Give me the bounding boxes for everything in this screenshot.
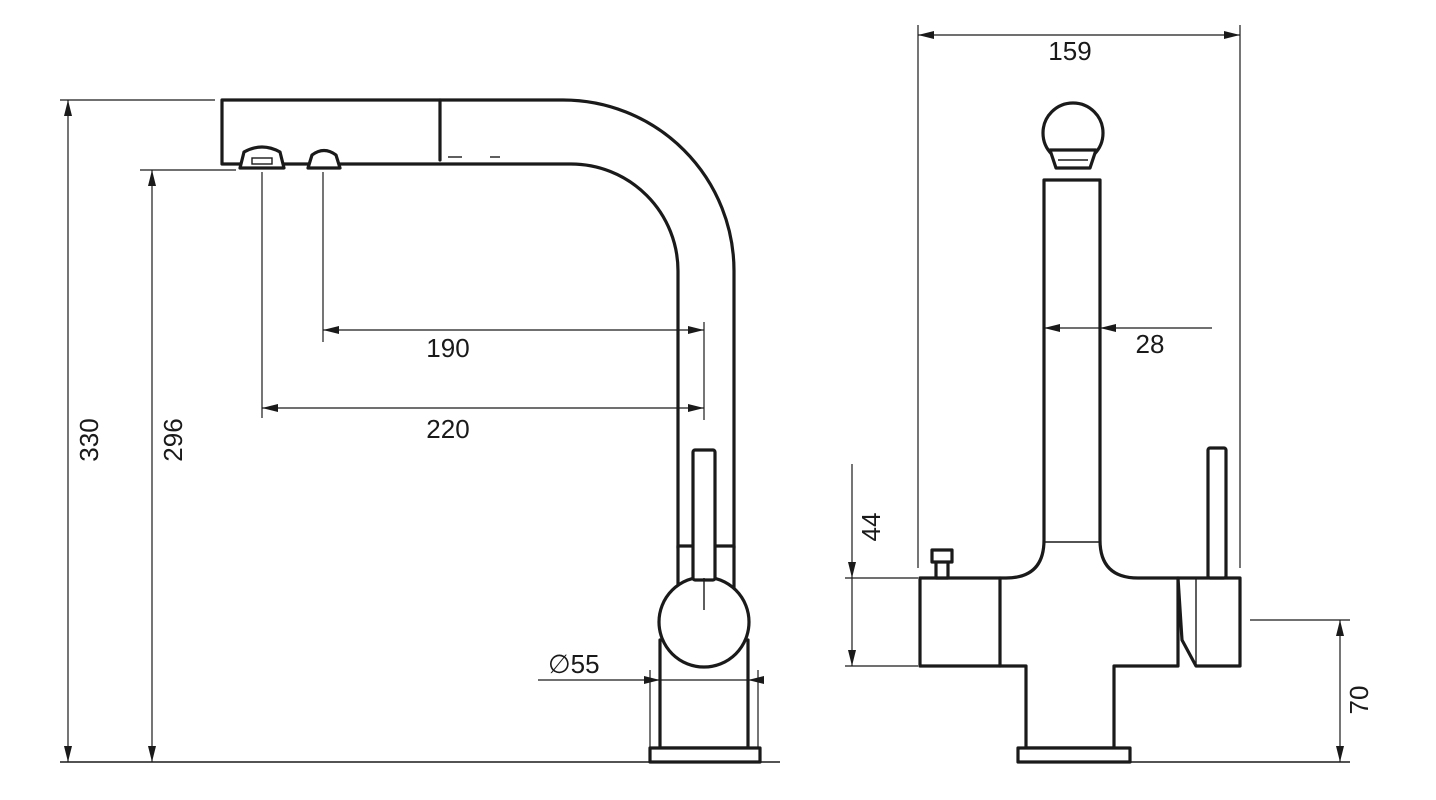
front-view: 159 28 44 70 — [845, 25, 1374, 764]
front-base-plate — [1016, 746, 1132, 764]
outlet-filtered — [306, 148, 342, 170]
dim-lever-height: 70 — [1344, 686, 1374, 715]
dim-reach-outer: 220 — [426, 414, 469, 444]
dim-spout-width: 28 — [1136, 329, 1165, 359]
base-plate — [648, 746, 762, 764]
front-lever — [1206, 446, 1228, 580]
filter-button-cap — [930, 548, 954, 564]
side-view: 330 296 190 220 ∅55 — [60, 98, 780, 764]
handle-lever — [691, 448, 717, 582]
dim-reach-inner: 190 — [426, 333, 469, 363]
dim-body-height: 44 — [856, 513, 886, 542]
dim-base-diameter: ∅55 — [548, 649, 600, 679]
dim-total-height: 330 — [74, 418, 104, 461]
dim-total-width: 159 — [1048, 36, 1091, 66]
lever-housing — [1176, 576, 1242, 668]
front-body — [918, 178, 1180, 750]
spout-outline — [220, 98, 736, 550]
dim-spout-height: 296 — [158, 418, 188, 461]
